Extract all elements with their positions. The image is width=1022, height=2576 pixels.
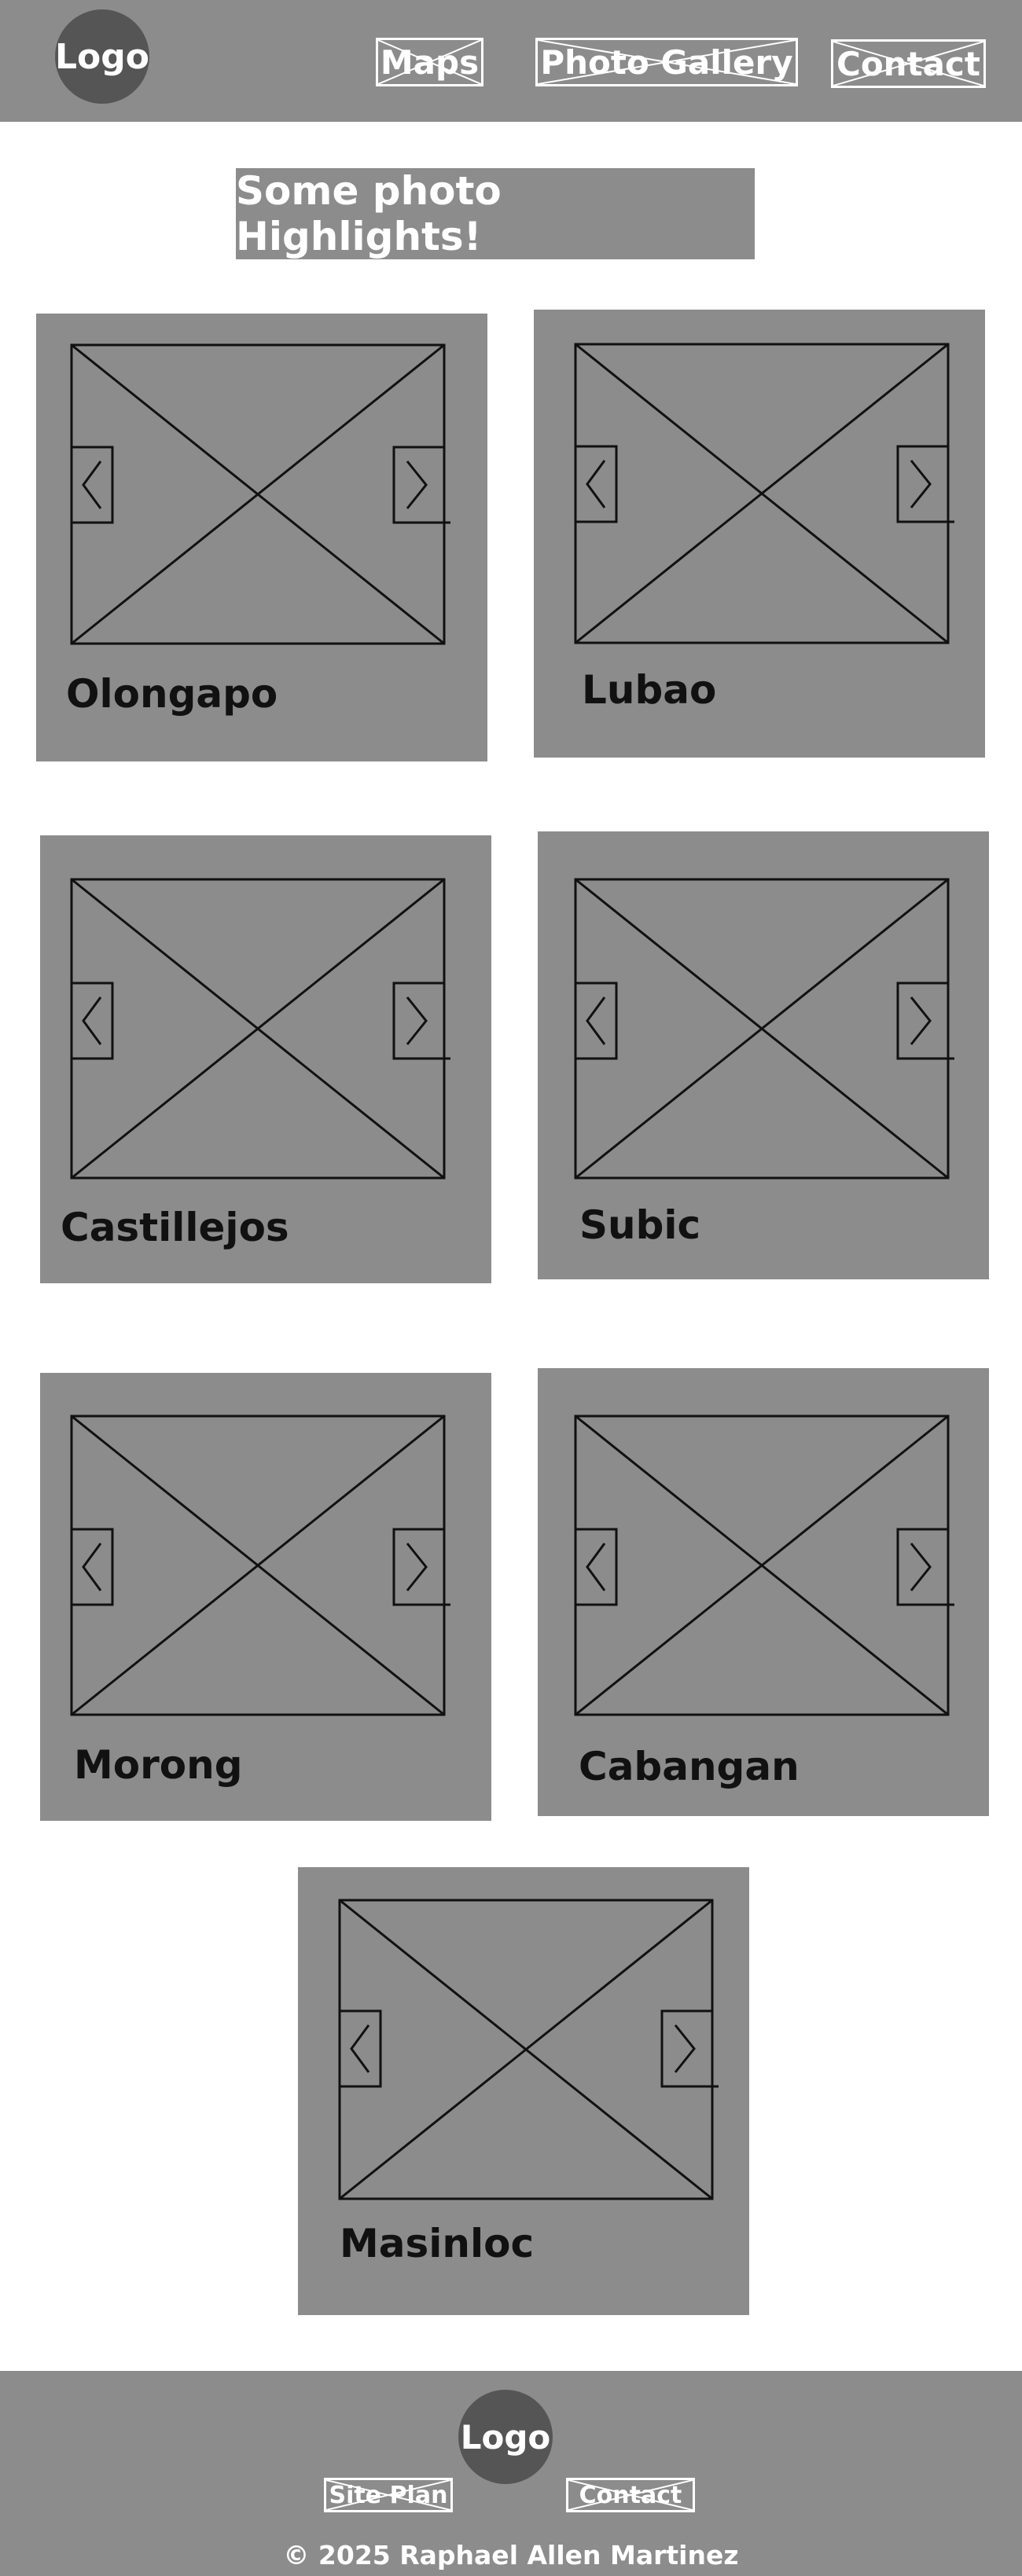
card-label: Olongapo (66, 671, 278, 717)
chevron-right-icon[interactable] (896, 982, 954, 1060)
link-placeholder-cross (326, 2480, 450, 2510)
card-label: Morong (74, 1742, 243, 1788)
image-placeholder-icon (338, 1899, 719, 2200)
photo-card-cabangan: Cabangan (538, 1368, 989, 1816)
footer-link-contact[interactable]: Contact (566, 2478, 695, 2512)
chevron-right-icon[interactable] (896, 1528, 954, 1606)
photo-card-masinloc: Masinloc (298, 1867, 749, 2315)
card-label: Subic (579, 1202, 701, 1248)
link-placeholder-cross (568, 2480, 693, 2510)
footer-logo[interactable]: Logo (458, 2390, 553, 2484)
image-placeholder-icon (70, 878, 450, 1180)
photo-card-olongapo: Olongapo (36, 314, 487, 761)
card-label: Masinloc (340, 2221, 535, 2266)
photo-card-lubao: Lubao (534, 310, 985, 758)
photo-card-morong: Morong (40, 1373, 491, 1821)
chevron-left-icon[interactable] (70, 446, 114, 524)
nav-link-label: Photo Gallery (540, 42, 793, 82)
chevron-left-icon[interactable] (338, 2009, 382, 2088)
chevron-left-icon[interactable] (574, 445, 618, 523)
image-placeholder-icon (574, 878, 954, 1180)
footer-link-label: Contact (579, 2481, 682, 2509)
chevron-right-icon[interactable] (392, 1528, 450, 1606)
nav-link-contact[interactable]: Contact (831, 39, 986, 88)
nav-link-label: Contact (836, 44, 980, 83)
footer-link-site-plan[interactable]: Site Plan (324, 2478, 453, 2512)
photo-card-castillejos: Castillejos (40, 835, 491, 1283)
link-placeholder-cross (538, 40, 796, 84)
nav-link-maps[interactable]: Maps (376, 38, 483, 86)
chevron-left-icon[interactable] (574, 982, 618, 1060)
image-placeholder-icon (70, 343, 450, 645)
link-placeholder-cross (833, 42, 983, 86)
nav-link-photo-gallery[interactable]: Photo Gallery (535, 38, 798, 86)
image-placeholder-icon (574, 343, 954, 644)
nav-link-label: Maps (380, 42, 480, 82)
chevron-left-icon[interactable] (574, 1528, 618, 1606)
copyright-text: © 2025 Raphael Allen Martinez (283, 2540, 739, 2570)
image-placeholder-icon (574, 1415, 954, 1716)
card-label: Lubao (582, 667, 717, 713)
chevron-right-icon[interactable] (392, 446, 450, 524)
card-label: Castillejos (61, 1205, 289, 1250)
chevron-left-icon[interactable] (70, 1528, 114, 1606)
site-footer: Logo Site Plan Contact (0, 2371, 1022, 2576)
image-placeholder-icon (70, 1415, 450, 1716)
site-header: Logo Maps Photo Gallery Contact (0, 0, 1022, 122)
header-logo[interactable]: Logo (55, 9, 149, 104)
chevron-right-icon[interactable] (660, 2009, 719, 2088)
chevron-left-icon[interactable] (70, 982, 114, 1060)
photo-card-subic: Subic (538, 831, 989, 1279)
card-label: Cabangan (579, 1744, 800, 1789)
chevron-right-icon[interactable] (896, 445, 954, 523)
link-placeholder-cross (378, 40, 481, 84)
chevron-right-icon[interactable] (392, 982, 450, 1060)
footer-link-label: Site Plan (329, 2481, 448, 2509)
page-title: Some photo Highlights! (236, 168, 755, 259)
